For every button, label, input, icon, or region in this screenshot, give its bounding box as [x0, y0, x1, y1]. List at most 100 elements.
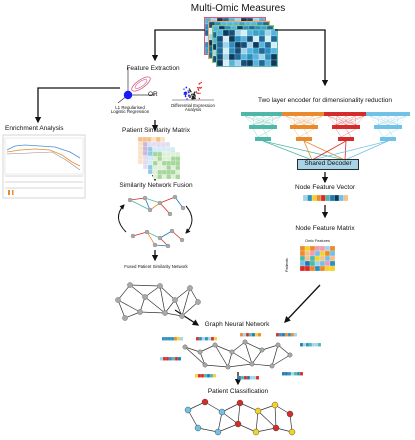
similarity-cell	[166, 151, 172, 157]
similarity-cell	[161, 151, 167, 157]
fused-patient-network	[115, 282, 201, 321]
encoder-connection	[382, 128, 399, 138]
gnn-feature-bar	[159, 356, 164, 361]
feature-matrix-cell	[314, 250, 321, 257]
gnn-feature-bar	[254, 332, 259, 337]
similarity-cell	[146, 136, 152, 142]
encoder-connection	[285, 115, 305, 126]
encoder-connection	[253, 115, 274, 126]
encoder-bottleneck-layer	[338, 137, 354, 141]
volcano-point	[197, 89, 200, 91]
feature-vector-cell	[329, 194, 335, 202]
feature-matrix-cell	[304, 245, 311, 252]
heatmap-cell	[252, 41, 260, 49]
classification-node	[194, 424, 202, 432]
gnn-edge	[244, 341, 253, 365]
gnn-feature-bar	[299, 342, 304, 347]
gnn-node	[229, 349, 235, 355]
encoder-connection	[253, 115, 264, 126]
feature-matrix-cell	[319, 265, 326, 272]
gnn-feature-bar	[281, 371, 286, 376]
feature-matrix-cell	[304, 265, 311, 272]
heatmap-cell	[270, 53, 278, 61]
network-node	[115, 297, 121, 303]
heatmap-cell	[270, 59, 278, 67]
encoder-connection	[244, 115, 264, 126]
heatmap-cell	[222, 35, 230, 43]
heatmap-cell	[252, 29, 260, 37]
volcano-point	[198, 86, 200, 89]
feature-matrix-cell	[324, 245, 331, 252]
gnn-feature-bar	[255, 375, 260, 380]
feature-matrix-cell	[329, 260, 336, 267]
heatmap-cell	[246, 35, 254, 43]
gnn-node	[225, 364, 231, 370]
network-node	[172, 297, 178, 303]
similarity-cell	[152, 165, 158, 171]
similarity-cell	[157, 156, 163, 162]
classification-edge	[255, 427, 277, 433]
feature-vector-cell	[334, 194, 340, 202]
snf-cycle-arrows	[118, 204, 193, 234]
volcano-point	[184, 93, 186, 95]
encoder-connection	[327, 115, 357, 126]
gnn-feature-bar	[167, 336, 172, 341]
similarity-cell	[152, 146, 158, 152]
encoder-input-layer	[366, 112, 410, 116]
arrow-feature-to-enrichment	[34, 87, 120, 124]
feature-matrix-cell	[304, 250, 311, 257]
encoder-bottleneck-layer	[255, 137, 271, 141]
feature-vector-cell	[338, 194, 344, 202]
heatmap-cell	[264, 53, 272, 61]
heatmap-cell	[264, 47, 272, 55]
volcano-point	[185, 87, 188, 89]
gnn-edge	[277, 344, 291, 356]
volcano-point	[187, 95, 190, 97]
encoder-connection	[336, 115, 357, 126]
similarity-cell	[161, 156, 167, 162]
heatmap-cell	[246, 29, 254, 37]
encoder-connection	[396, 115, 399, 126]
encoder-to-decoder-link	[303, 140, 346, 161]
gnn-feature-bar	[195, 336, 200, 341]
similarity-cell	[170, 151, 176, 157]
gnn-feature-bar	[179, 336, 184, 341]
encoder-connection	[303, 115, 314, 126]
heatmap-cell	[258, 35, 266, 43]
network-node	[122, 315, 128, 321]
heatmap-cell	[240, 29, 248, 37]
heatmap-cell	[222, 29, 230, 37]
heatmap-cell	[270, 41, 278, 49]
heatmap-cell	[264, 35, 272, 43]
volcano-point	[189, 95, 191, 97]
volcano-point	[187, 91, 190, 94]
volcano-point	[194, 95, 197, 97]
encoder-connection	[387, 115, 407, 126]
feature-vector-cell	[311, 194, 317, 202]
volcano-point	[185, 92, 187, 95]
heatmap-cell	[264, 41, 272, 49]
encoder-connection	[293, 115, 296, 126]
similarity-cell	[161, 169, 167, 175]
feature-matrix-cell	[299, 260, 306, 267]
feature-matrix-cell	[329, 255, 336, 262]
gnn-feature-bar	[177, 356, 182, 361]
network-node	[187, 285, 193, 291]
similarity-cell	[161, 165, 167, 171]
encoder-connection	[354, 115, 357, 126]
heatmap-cell	[222, 47, 230, 55]
encoder-connection	[313, 115, 323, 126]
similarity-cell	[175, 165, 181, 171]
heatmap-cell	[252, 47, 260, 55]
gnn-feature-bar	[206, 373, 211, 378]
feature-matrix-cell	[299, 245, 306, 252]
heatmap-cell	[228, 59, 236, 67]
classification-edge	[221, 411, 239, 425]
gnn-feature-bar	[296, 371, 301, 376]
encoder-connection	[335, 115, 356, 126]
similarity-cell	[170, 165, 176, 171]
classification-edge	[239, 402, 259, 412]
network-edge	[181, 287, 191, 317]
heatmap-cell	[258, 47, 266, 55]
